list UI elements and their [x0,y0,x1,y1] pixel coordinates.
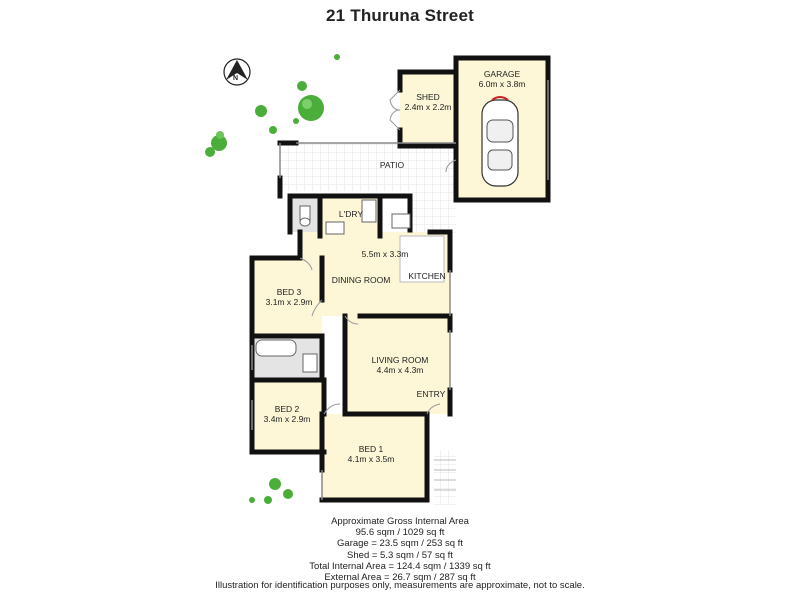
area-internal: 95.6 sqm / 1029 sq ft [355,527,445,539]
living-name: LIVING ROOM [372,355,429,365]
room-labels: SHED 2.4m x 2.2m GARAGE 6.0m x 3.8m PATI… [264,69,526,464]
area-shed: Shed = 5.3 sqm / 57 sq ft [347,549,453,561]
car-icon [481,96,519,187]
kitchen-name: KITCHEN [408,271,445,281]
door-swings [299,89,457,415]
laundry-name: L'DRY [339,209,363,219]
patio-area [280,143,456,505]
living-dims: 4.4m x 4.3m [377,365,424,375]
shed-dims: 2.4m x 2.2m [405,102,452,112]
bed3-name: BED 3 [277,287,302,297]
patio-name: PATIO [380,160,405,170]
garage-dims: 6.0m x 3.8m [479,79,526,89]
garage-name: GARAGE [484,69,521,79]
bed2-name: BED 2 [275,404,300,414]
bed3-dims: 3.1m x 2.9m [266,297,313,307]
area-summary: Approximate Gross Internal Area 95.6 sqm… [250,516,550,583]
bed1-dims: 4.1m x 3.5m [348,454,395,464]
bed1-name: BED 1 [359,444,384,454]
fixtures [255,199,445,373]
dining-name: DINING ROOM [332,275,391,285]
area-heading: Approximate Gross Internal Area [331,516,469,527]
compass-icon: N [223,58,251,86]
area-external: External Area = 26.7 sqm / 287 sq ft [324,572,476,584]
bed2-dims: 3.4m x 2.9m [264,414,311,424]
windows [251,80,549,500]
room-fills [252,58,548,500]
compass-label: N [233,75,238,82]
entry-stairs [434,459,456,491]
disclaimer: Illustration for identification purposes… [215,580,585,591]
shed-name: SHED [416,92,440,102]
tree-icon [205,54,340,504]
entry-name: ENTRY [417,389,446,399]
page-title: 21 Thuruna Street [326,6,474,25]
area-garage: Garage = 23.5 sqm / 253 sq ft [337,538,463,550]
walls [249,55,551,503]
area-total: Total Internal Area = 124.4 sqm / 1339 s… [309,560,491,572]
dining-dims: 5.5m x 3.3m [362,249,409,259]
